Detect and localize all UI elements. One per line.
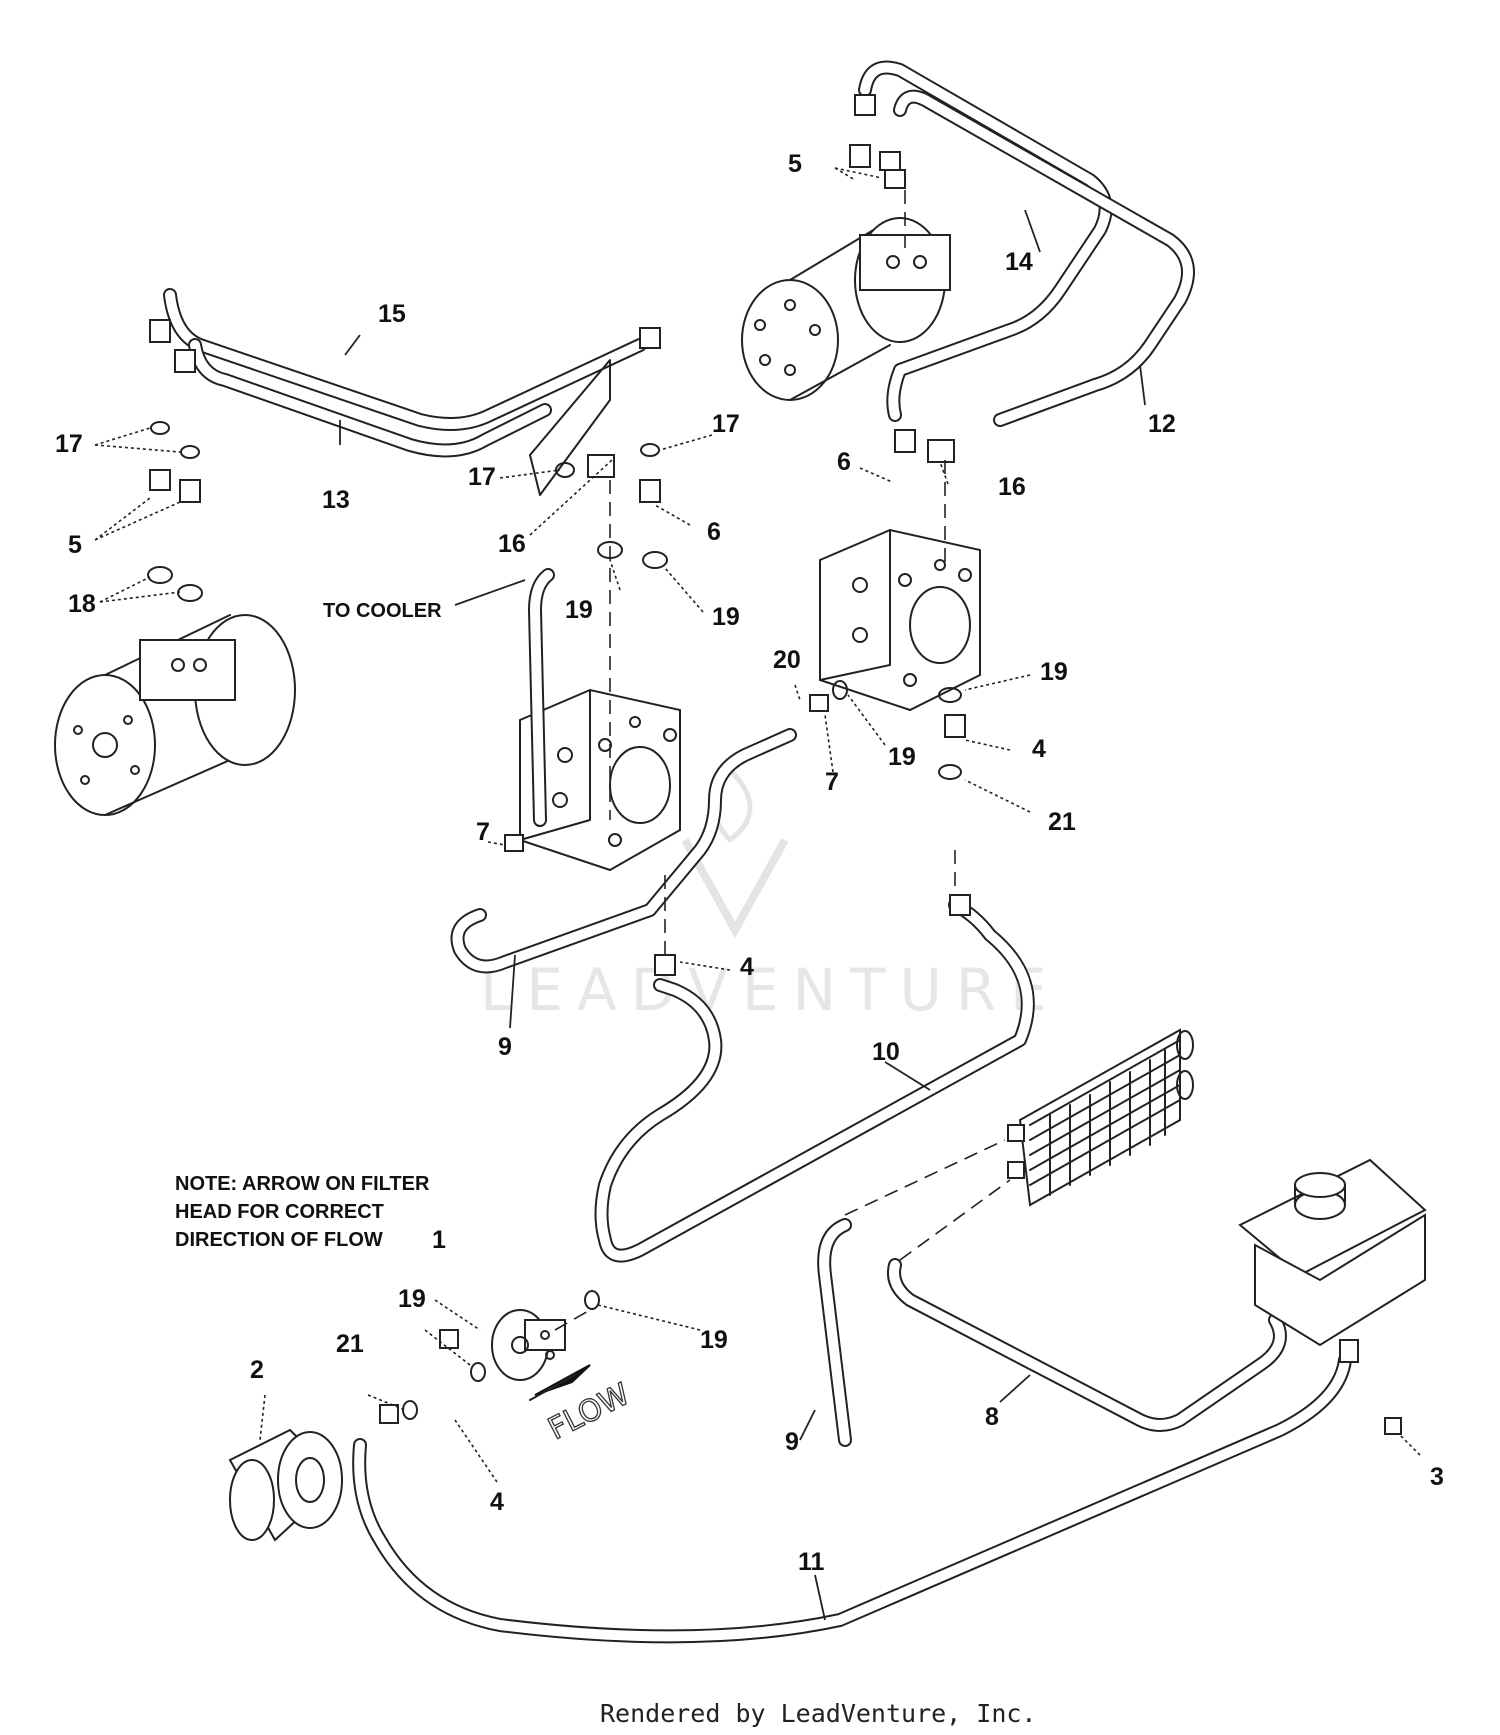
- callout-19-c: 19: [1040, 658, 1068, 686]
- callout-16-right: 16: [998, 473, 1026, 501]
- assembly-lines: [529, 190, 1011, 1331]
- callout-12: 12: [1148, 410, 1176, 438]
- note-line-3: DIRECTION OF FLOW: [175, 1229, 383, 1251]
- callout-19-b: 19: [712, 603, 740, 631]
- callout-6-center: 6: [707, 518, 721, 546]
- to-cooler-label: TO COOLER: [323, 600, 442, 622]
- callout-7-right: 7: [825, 768, 839, 796]
- callout-19-d: 19: [888, 743, 916, 771]
- callout-7-left: 7: [476, 818, 490, 846]
- callout-17-right: 17: [712, 410, 740, 438]
- callout-20: 20: [773, 646, 801, 674]
- callout-4-right: 4: [1032, 735, 1046, 763]
- callout-21-right: 21: [1048, 808, 1076, 836]
- callout-17-center: 17: [468, 463, 496, 491]
- callout-numbers: 1 2 3 4 4 4 5 5 6 6 7 7 8 9 9 10 11 12 1…: [55, 150, 1444, 1576]
- callout-13: 13: [322, 486, 350, 514]
- flow-arrow: [529, 1364, 591, 1401]
- watermark-text: LEADVENTURE: [480, 956, 1061, 1024]
- oil-cooler: [1007, 1028, 1194, 1207]
- callout-5-left: 5: [68, 531, 82, 559]
- hydraulic-reservoir: [1238, 1158, 1427, 1363]
- hoses: [163, 60, 1352, 1644]
- callout-9-lower: 9: [785, 1428, 799, 1456]
- right-hydraulic-pump: [819, 528, 981, 712]
- callout-8: 8: [985, 1403, 999, 1431]
- callout-18: 18: [68, 590, 96, 618]
- callout-19-e: 19: [700, 1326, 728, 1354]
- filter-head: [491, 1309, 566, 1381]
- callout-19-a: 19: [565, 596, 593, 624]
- callout-4-center: 4: [740, 953, 754, 981]
- callout-10: 10: [872, 1038, 900, 1066]
- callout-17-left: 17: [55, 430, 83, 458]
- callout-11: 11: [798, 1548, 825, 1576]
- callout-15: 15: [378, 300, 406, 328]
- note-line-2: HEAD FOR CORRECT: [175, 1201, 384, 1223]
- filter-flow-note: NOTE: ARROW ON FILTER HEAD FOR CORRECT D…: [175, 1173, 430, 1251]
- callout-14: 14: [1005, 248, 1033, 276]
- callout-19-f: 19: [398, 1285, 426, 1313]
- callout-5-right: 5: [788, 150, 802, 178]
- callout-6-right: 6: [837, 448, 851, 476]
- footer-credit: Rendered by LeadVenture, Inc.: [600, 1699, 1037, 1728]
- callout-4-filter: 4: [490, 1488, 504, 1516]
- fittings: [147, 94, 1402, 1435]
- leader-lines: [94, 167, 1421, 1621]
- callout-2: 2: [250, 1356, 264, 1384]
- note-line-1: NOTE: ARROW ON FILTER: [175, 1173, 430, 1195]
- left-drive-motor: [54, 614, 296, 816]
- right-drive-motor: [741, 217, 951, 401]
- callout-16-center: 16: [498, 530, 526, 558]
- callout-21-filter: 21: [336, 1330, 364, 1358]
- oil-filter: [228, 1428, 343, 1542]
- callout-9-upper: 9: [498, 1033, 512, 1061]
- callout-3: 3: [1430, 1463, 1444, 1491]
- callout-1: 1: [432, 1226, 446, 1254]
